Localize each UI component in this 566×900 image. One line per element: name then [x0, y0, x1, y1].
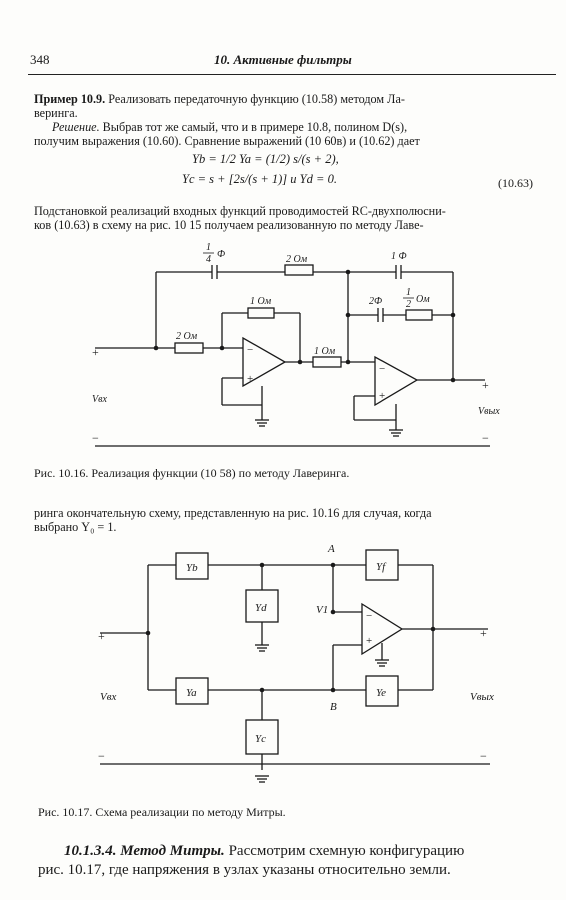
fig1-r-in-label: 2 Ом	[176, 331, 198, 342]
section-heading-block: 10.1.3.4. Метод Митры. Рассмотрим схемну…	[64, 842, 558, 861]
solution-label: Решение.	[52, 120, 100, 134]
fig2-yd-label: Yd	[255, 602, 267, 614]
fig1-vout-label: Vвых	[478, 406, 500, 417]
fig2-yb-label: Yb	[186, 562, 198, 574]
fig2-opamp-minus: −	[366, 610, 372, 622]
fig1-vin-label: Vвх	[92, 394, 107, 405]
fig2-node-a: A	[327, 543, 335, 555]
solution-text-2: получим выражения (10.60). Сравнение выр…	[34, 134, 420, 148]
fig1-minus-in: −	[92, 431, 99, 445]
chapter-title: 10. Активные фильтры	[214, 52, 352, 67]
fig1-r-mid-label: 1 Ом	[314, 346, 336, 357]
fig1-cap-quarter-num: 1	[206, 242, 211, 253]
fig1-minus-out: −	[482, 431, 489, 445]
figure-10-16-caption: Рис. 10.16. Реализация функции (10 58) п…	[34, 466, 350, 480]
fig2-minus-in: −	[98, 749, 105, 763]
section-text-1: Рассмотрим схемную конфигурацию	[228, 843, 465, 859]
equation-line-1: Yb = 1/2 Ya = (1/2) s/(s + 2),	[192, 152, 339, 166]
fig2-vin-label: Vвх	[100, 691, 116, 703]
fig1-cap-1f-label: 1 Ф	[391, 251, 407, 262]
fig2-yf-label: Yf	[376, 561, 387, 573]
paragraph-2-line-1: Подстановкой реализаций входных функций …	[34, 204, 446, 218]
equation-line-2: Yc = s + [2s/(s + 1)] и Yd = 0.	[182, 172, 337, 186]
solution-text-1: Выбрав тот же самый, что и в примере 10.…	[102, 120, 408, 134]
paragraph-2-line-2: ков (10.63) в схему на рис. 10 15 получа…	[34, 218, 424, 232]
fig2-ye-label: Ye	[376, 687, 386, 699]
fig1-plus-out: +	[482, 378, 489, 392]
page-number: 348	[30, 52, 50, 67]
header-rule	[28, 74, 556, 75]
figure-10-17-caption: Рис. 10.17. Схема реализации по методу М…	[38, 805, 286, 819]
example-block: Пример 10.9. Реализовать передаточную фу…	[34, 92, 550, 148]
fig2-vout-label: Vвых	[470, 691, 494, 703]
example-text-2: веринга.	[34, 106, 78, 120]
fig2-minus-out: −	[480, 749, 487, 763]
fig1-cap-quarter-unit: Ф	[217, 249, 225, 260]
paragraph-3: ринга окончательную схему, представленну…	[34, 506, 550, 534]
fig1-cap-quarter-den: 4	[206, 254, 211, 265]
fig2-opamp-plus: +	[366, 635, 372, 647]
equation-number: (10.63)	[498, 176, 533, 190]
fig2-plus-in: +	[98, 629, 105, 643]
example-text-1: Реализовать передаточную функцию (10.58)…	[108, 92, 405, 106]
paragraph-3-line-2: выбрано Y₀ = 1.	[34, 520, 117, 534]
fig1-r-top-label: 2 Ом	[286, 254, 308, 265]
fig1-cap-2f-label: 2Ф	[369, 296, 382, 307]
fig2-ya-label: Ya	[186, 687, 197, 699]
opamp2-minus: −	[379, 363, 385, 375]
fig1-r-half-unit: Ом	[416, 294, 430, 305]
fig2-node-b: B	[330, 701, 337, 713]
opamp2-plus: +	[379, 390, 385, 402]
fig2-yc-label: Yc	[255, 733, 266, 745]
opamp1-minus: −	[247, 344, 253, 356]
example-title: Пример 10.9.	[34, 92, 106, 106]
section-title: 10.1.3.4. Метод Митры.	[64, 843, 225, 859]
paragraph-2: Подстановкой реализаций входных функций …	[34, 204, 550, 232]
fig1-r-half-num: 1	[406, 287, 411, 298]
fig2-v1-label: V1	[316, 604, 328, 616]
fig1-r-half-den: 2	[406, 299, 411, 310]
paragraph-3-line-1: ринга окончательную схему, представленну…	[34, 506, 432, 520]
fig1-r-fb-label: 1 Ом	[250, 296, 272, 307]
section-text-2: рис. 10.17, где напряжения в узлах указа…	[38, 862, 451, 878]
opamp1-plus: +	[247, 373, 253, 385]
fig1-plus-in: +	[92, 345, 99, 359]
fig2-plus-out: +	[480, 626, 487, 640]
